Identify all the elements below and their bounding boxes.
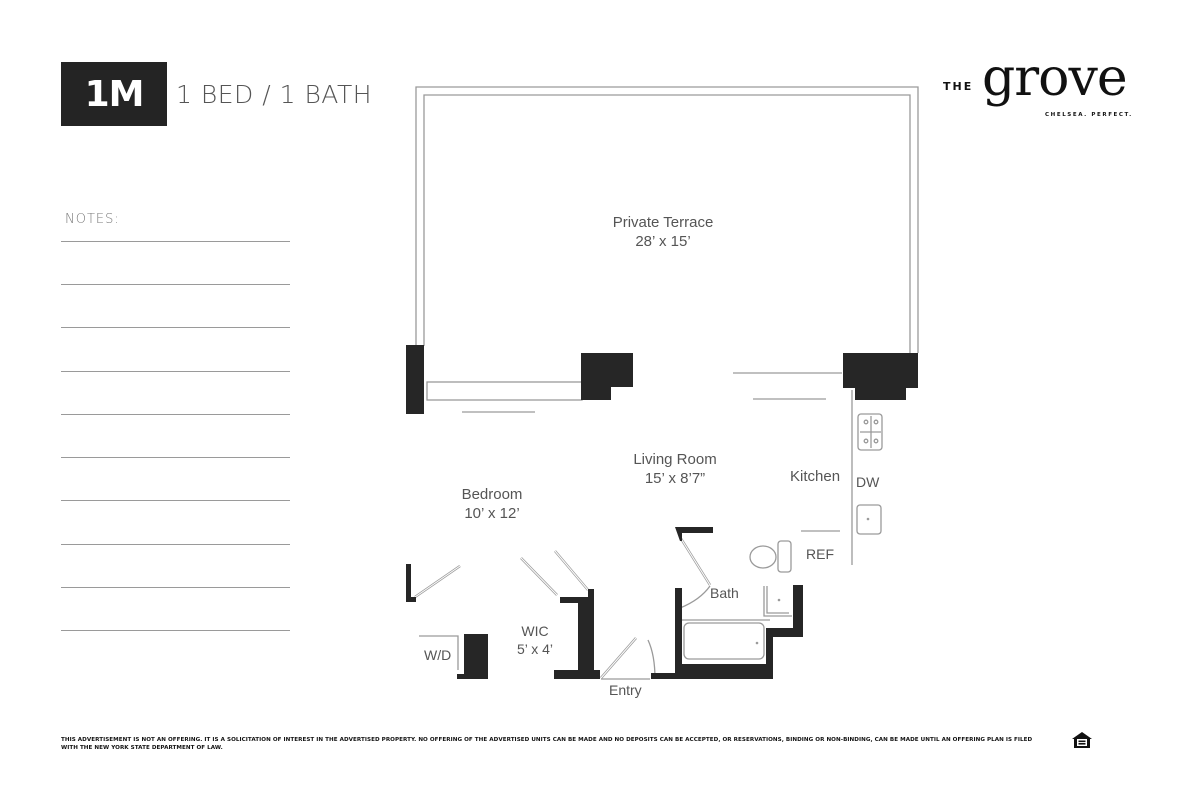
room-name: Kitchen [790,468,841,485]
notes-line [61,414,290,415]
room-bedroom: Bedroom 10’ x 12’ [432,485,552,523]
room-name: Living Room [633,451,717,468]
notes-line [61,630,290,631]
room-name: Private Terrace [612,214,714,231]
unit-code: 1M [84,73,145,115]
notes-line [61,457,290,458]
room-dimensions: 5’ x 4’ [516,641,554,657]
room-dimensions: 10’ x 12’ [464,505,520,522]
label-refrigerator: REF [806,546,834,562]
room-dimensions: 15’ x 8’7” [644,470,706,487]
notes-line [61,587,290,588]
unit-type: 1 BED / 1 BATH [176,80,373,109]
the-grove-logo: THE grove CHELSEA. PERFECT. [940,48,1140,124]
room-name: Bath [710,585,739,601]
brand-prefix: THE [943,80,974,93]
room-dimensions: 28’ x 15’ [635,233,691,250]
notes-line [61,371,290,372]
label-washer-dryer: W/D [424,647,452,663]
legal-disclaimer: THIS ADVERTISEMENT IS NOT AN OFFERING. I… [61,737,1033,751]
notes-section: NOTES: [61,212,291,631]
room-name: Bedroom [461,486,523,503]
notes-line [61,284,290,285]
notes-line [61,500,290,501]
room-bath: Bath [710,584,739,603]
brand-name: grove [982,48,1128,108]
label-dishwasher: DW [856,474,880,490]
label-entry: Entry [609,682,642,698]
notes-line [61,241,290,242]
notes-line [61,327,290,328]
equal-housing-opportunity-icon [1072,732,1092,748]
notes-label: NOTES: [65,212,120,227]
room-kitchen: Kitchen [790,467,840,486]
room-name: WIC [521,623,549,639]
unit-code-badge: 1M [61,62,167,126]
room-private-terrace: Private Terrace 28’ x 15’ [593,213,733,251]
room-wic: WIC 5’ x 4’ [505,622,565,658]
notes-line [61,544,290,545]
brand-tagline: CHELSEA. PERFECT. [1045,112,1133,118]
room-living-room: Living Room 15’ x 8’7” [605,450,745,488]
